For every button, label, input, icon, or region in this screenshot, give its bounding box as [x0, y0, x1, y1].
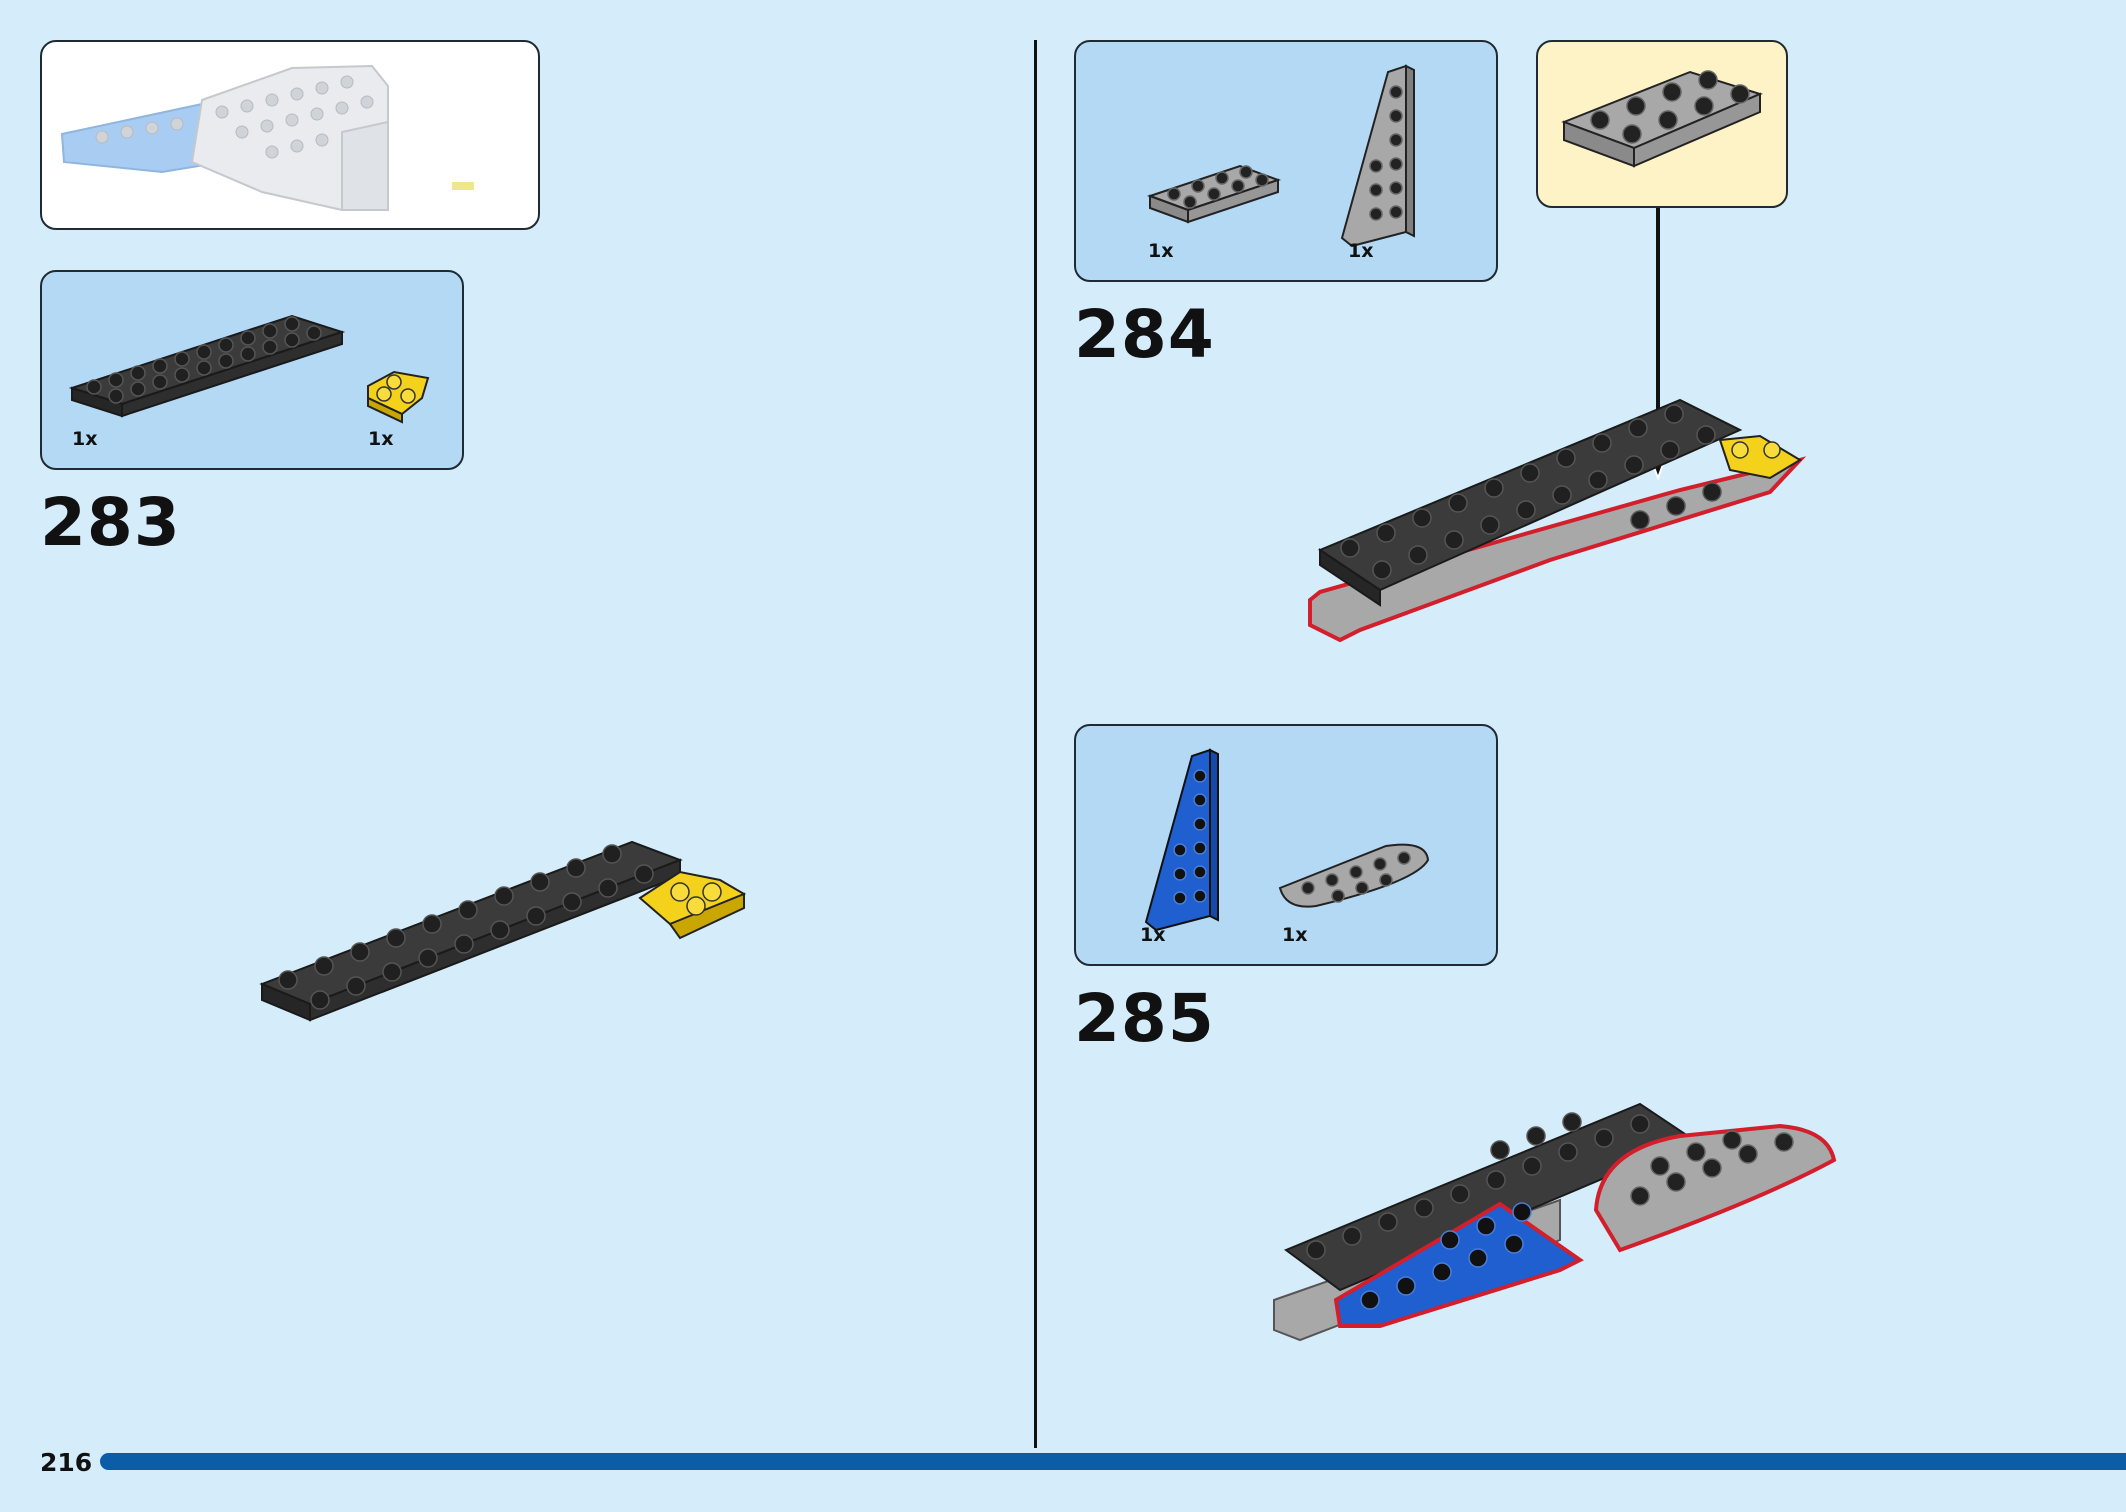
page-number: 216: [40, 1448, 93, 1477]
part-quantity: 1x: [1148, 240, 1174, 262]
step-284-parts-panel: 1x 1x: [1074, 40, 1498, 282]
black-plate-2x10-part: [68, 314, 346, 418]
step-285-assembly: [1273, 1102, 1837, 1342]
step-283-assembly: [259, 840, 747, 1022]
gray-plate-2x4-subassembly: [1561, 70, 1763, 168]
part-quantity: 1x: [1348, 240, 1374, 262]
blue-wing-plate-part: [1144, 748, 1219, 932]
gray-wing-plate-part: [1340, 64, 1415, 248]
gray-plate-2x4-part: [1146, 164, 1282, 224]
part-quantity: 1x: [72, 428, 98, 450]
step-284-subassembly-callout: [1536, 40, 1788, 208]
step-number: 285: [1074, 980, 1215, 1057]
part-quantity: 1x: [368, 428, 394, 450]
part-quantity: 1x: [1282, 924, 1308, 946]
step-285-parts-panel: 1x 1x: [1074, 724, 1498, 966]
part-quantity: 1x: [1140, 924, 1166, 946]
model-progress-illustration: [60, 64, 474, 211]
step-number: 283: [40, 484, 181, 561]
gray-round-plate-part: [1278, 843, 1430, 908]
model-progress-thumbnail: [40, 40, 540, 230]
step-283-parts-panel: 1x 1x: [40, 270, 464, 470]
step-number: 284: [1074, 296, 1215, 373]
page-progress-bar: [100, 1453, 2126, 1470]
step-284-assembly: [1308, 398, 1807, 643]
yellow-wedge-plate-part: [367, 370, 430, 424]
page-divider: [1034, 40, 1037, 1448]
